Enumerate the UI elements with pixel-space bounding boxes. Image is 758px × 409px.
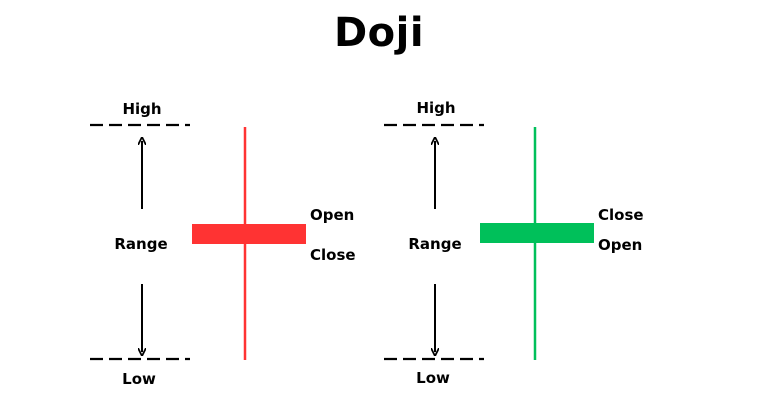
right-high-label: High xyxy=(416,99,456,117)
left-low-label: Low xyxy=(122,370,156,388)
diagram-title: Doji xyxy=(333,10,425,56)
right-low-label: Low xyxy=(416,369,450,387)
left-range-label: Range xyxy=(114,235,168,253)
right-close-label: Close xyxy=(598,206,644,224)
left-open-label: Open xyxy=(310,206,355,224)
right-range-label: Range xyxy=(408,235,462,253)
left-close-label: Close xyxy=(310,246,356,264)
left-high-label: High xyxy=(122,100,162,118)
right-open-label: Open xyxy=(598,236,643,254)
left-candle-body xyxy=(192,224,306,244)
right-candle-body xyxy=(480,223,594,243)
